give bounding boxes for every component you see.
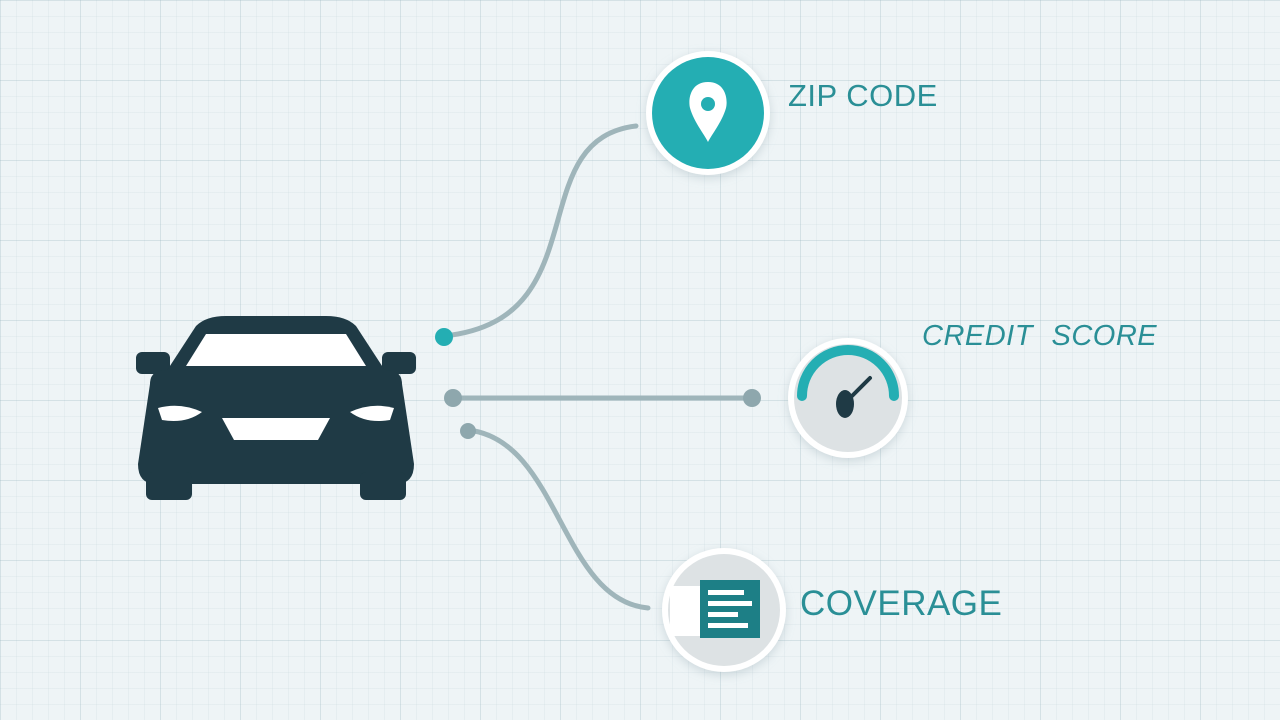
connector-dot-zip — [435, 328, 453, 346]
zip-code-label: ZIP CODE — [788, 78, 938, 113]
zip-node — [646, 51, 770, 175]
coverage-node — [662, 548, 786, 672]
document-icon — [670, 580, 760, 638]
location-pin-icon — [689, 82, 727, 142]
connector-coverage — [465, 427, 651, 611]
credit-node — [788, 338, 908, 458]
gauge-icon — [797, 345, 899, 418]
coverage-label: COVERAGE — [800, 584, 1003, 623]
connector-dot-credit-start — [444, 389, 462, 407]
connector-dot-coverage — [460, 423, 476, 439]
credit-score-label: CREDIT SCORE — [922, 320, 1158, 352]
car-icon — [136, 316, 416, 500]
connector-zip — [441, 123, 639, 339]
connector-dot-credit-end — [743, 389, 761, 407]
